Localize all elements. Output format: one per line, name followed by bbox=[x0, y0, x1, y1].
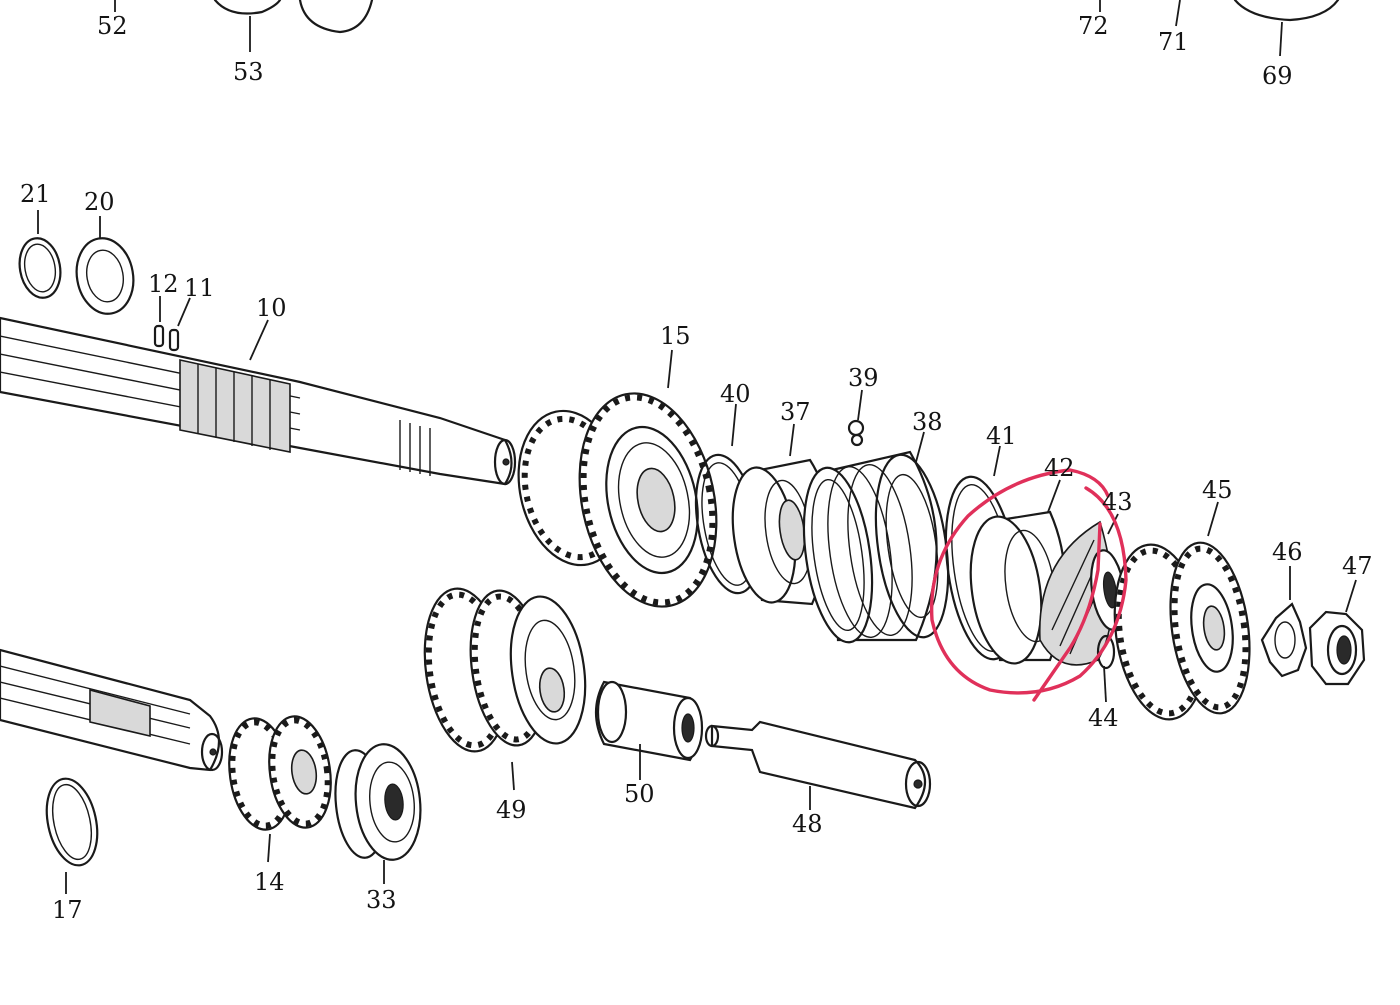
label-11: 11 bbox=[184, 274, 215, 302]
layshaft bbox=[0, 648, 224, 772]
label-69: 69 bbox=[1262, 62, 1293, 90]
label-33: 33 bbox=[366, 886, 397, 914]
label-15: 15 bbox=[660, 322, 691, 350]
part-33-bearing bbox=[334, 743, 422, 884]
label-48: 48 bbox=[792, 810, 823, 838]
label-46: 46 bbox=[1272, 538, 1303, 566]
label-38: 38 bbox=[912, 408, 943, 436]
part-11-pin bbox=[168, 297, 191, 352]
label-12: 12 bbox=[148, 270, 179, 298]
part-48-spindle bbox=[704, 720, 932, 810]
part-72-71-partial bbox=[1099, 0, 1181, 27]
label-47: 47 bbox=[1342, 552, 1373, 580]
part-38-sleeve-drum bbox=[802, 431, 950, 644]
part-49-cluster-gear bbox=[423, 587, 587, 791]
label-40: 40 bbox=[720, 380, 751, 408]
label-42: 42 bbox=[1044, 454, 1075, 482]
label-37: 37 bbox=[780, 398, 811, 426]
part-14-gear bbox=[228, 715, 332, 863]
part-69-cap-partial bbox=[1233, 0, 1340, 57]
part-21-circlip bbox=[18, 210, 62, 299]
label-43: 43 bbox=[1102, 488, 1133, 516]
label-20: 20 bbox=[84, 188, 115, 216]
part-47-nut bbox=[1308, 579, 1366, 686]
label-49: 49 bbox=[496, 796, 527, 824]
part-15-gear bbox=[517, 349, 718, 608]
part-46-tab-washer bbox=[1260, 566, 1308, 678]
part-45-gear bbox=[1113, 501, 1251, 721]
label-21: 21 bbox=[20, 180, 51, 208]
part-53-washers-partial bbox=[213, 0, 374, 52]
label-53: 53 bbox=[233, 58, 264, 86]
label-44: 44 bbox=[1088, 704, 1119, 732]
label-50: 50 bbox=[624, 780, 655, 808]
label-39: 39 bbox=[848, 364, 879, 392]
part-17-circlip bbox=[45, 777, 99, 894]
label-71: 71 bbox=[1158, 28, 1189, 56]
label-10: 10 bbox=[256, 294, 287, 322]
part-10-mainshaft bbox=[0, 316, 517, 486]
label-14: 14 bbox=[254, 868, 285, 896]
label-72: 72 bbox=[1078, 12, 1109, 40]
label-41: 41 bbox=[986, 422, 1017, 450]
label-52: 52 bbox=[97, 12, 128, 40]
label-45: 45 bbox=[1202, 476, 1233, 504]
part-number-labels: 52 53 72 71 69 21 20 12 11 10 15 40 37 3… bbox=[20, 12, 1373, 924]
red-highlight-loop bbox=[929, 468, 1128, 702]
part-12-pin bbox=[153, 296, 165, 348]
label-17: 17 bbox=[52, 896, 83, 924]
part-20-tab-washer bbox=[75, 216, 135, 315]
part-44-spacer bbox=[1096, 634, 1116, 703]
part-50-bush bbox=[594, 680, 704, 780]
part-39-pin bbox=[847, 389, 865, 447]
